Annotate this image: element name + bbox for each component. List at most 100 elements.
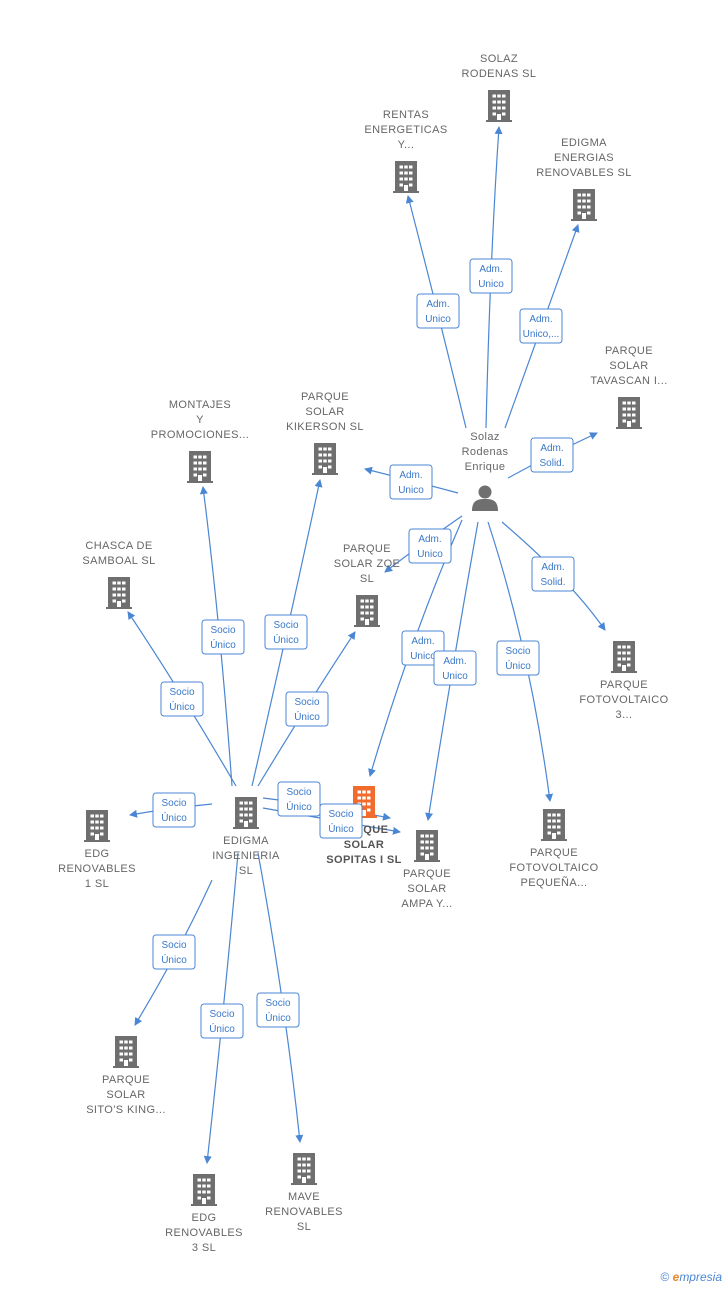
node-label-line: PARQUE [530, 847, 578, 859]
node-label-line: 3... [616, 709, 633, 721]
node-label-line: SOPITAS I SL [326, 854, 402, 866]
node-label-line: TAVASCAN I... [590, 375, 667, 387]
edge-label-line: Adm. [479, 264, 502, 275]
edge-label-line: Único [209, 1022, 235, 1035]
node-fotovoltaico3[interactable]: PARQUE FOTOVOLTAICO 3... [579, 641, 668, 721]
node-label-line: EDIGMA [223, 835, 269, 847]
edge-label-line: Único [273, 633, 299, 646]
building-icon [84, 810, 110, 842]
node-label-line: SOLAR [305, 406, 344, 418]
building-icon [393, 161, 419, 193]
node-label-line: SOLAR [106, 1089, 145, 1101]
building-icon [571, 189, 597, 221]
edge-label-line: Unico [425, 314, 451, 325]
node-label-line: Rodenas [462, 446, 509, 458]
building-icon [233, 797, 259, 829]
node-label-line: SL [360, 573, 374, 585]
edge-label-person-edigma_energias[interactable]: Adm.Unico,... [519, 308, 563, 344]
edge-label-line: Socio [161, 940, 186, 951]
node-label-line: RENOVABLES [265, 1206, 343, 1218]
edge-label-person-solaz_rodenas_sl[interactable]: Adm. Unico [469, 258, 513, 294]
node-label-line: SAMBOAL SL [82, 555, 155, 567]
node-label-line: EDG [84, 848, 109, 860]
edge-label-line: Socio [161, 798, 186, 809]
edge-label-line: Único [505, 659, 531, 672]
node-label-line: EDG [191, 1212, 216, 1224]
node-rentas[interactable]: RENTASENERGETICASY... [364, 109, 447, 193]
building-icon [191, 1174, 217, 1206]
node-label-line: MAVE [288, 1191, 320, 1203]
building-icon [187, 451, 213, 483]
edge-label-person-rentas[interactable]: Adm. Unico [416, 293, 460, 329]
edge-label-line: Único [161, 953, 187, 966]
node-label-line: RENTAS [383, 109, 429, 121]
node-label-line: Y [196, 414, 204, 426]
node-label-line: Enrique [465, 461, 506, 473]
edge-label-person-tavascan[interactable]: Adm.Solid. [530, 437, 574, 473]
node-label-line: RENOVABLES [165, 1227, 243, 1239]
edge-label-person-zoe[interactable]: Adm.Unico [408, 528, 452, 564]
node-tavascan[interactable]: PARQUE SOLAR TAVASCAN I... [590, 345, 667, 429]
edge-label-line: Unico [398, 485, 424, 496]
edge-label-line: Solid. [539, 458, 564, 469]
edge-label-person-ampa[interactable]: Adm.Unico [433, 650, 477, 686]
edge-label-line: Adm. [529, 314, 552, 325]
node-label-line: SOLAR [407, 883, 446, 895]
building-icon [291, 1153, 317, 1185]
node-label-line: SOLAR ZOE [334, 558, 401, 570]
node-label-line: SL [297, 1221, 311, 1233]
edge-label-line: Unico [478, 279, 504, 290]
node-label-line: FOTOVOLTAICO [579, 694, 668, 706]
edge-label-person-fotovoltaico3[interactable]: Adm.Solid. [531, 556, 575, 592]
node-label-line: RENOVABLES [58, 863, 136, 875]
edge-label-line: Socio [286, 787, 311, 798]
brand-footer: © empresia [660, 1270, 722, 1284]
node-montajes[interactable]: MONTAJESYPROMOCIONES... [151, 399, 250, 483]
node-label-line: SOLAR [344, 839, 385, 851]
building-icon [106, 577, 132, 609]
edge-label-line: Único [210, 638, 236, 651]
edge-label-line: Socio [209, 1009, 234, 1020]
node-label-line: ENERGIAS [554, 152, 614, 164]
edge-label-line: Socio [294, 697, 319, 708]
node-pequena[interactable]: PARQUEFOTOVOLTAICOPEQUEÑA... [509, 809, 598, 889]
node-label-line: Y... [398, 139, 415, 151]
brand-logo-initial: e [672, 1270, 680, 1284]
copyright-icon: © [660, 1270, 670, 1284]
node-label-line: PARQUE [600, 679, 648, 691]
node-label-line: SOLAR [609, 360, 648, 372]
edge-label-line: Adm. [426, 299, 449, 310]
node-chasca[interactable]: CHASCA DE SAMBOAL SL [82, 540, 155, 609]
edge-label-line: Adm. [443, 656, 466, 667]
edge-label-line: Socio [210, 625, 235, 636]
node-mave[interactable]: MAVE RENOVABLES SL [265, 1153, 343, 1233]
node-label-line: PEQUEÑA... [521, 876, 588, 889]
node-label-line: PARQUE [605, 345, 653, 357]
node-label-line: CHASCA DE [85, 540, 152, 552]
edge-label-person-kikerson[interactable]: Adm.Unico [389, 464, 433, 500]
edge-label-line: Único [328, 822, 354, 835]
